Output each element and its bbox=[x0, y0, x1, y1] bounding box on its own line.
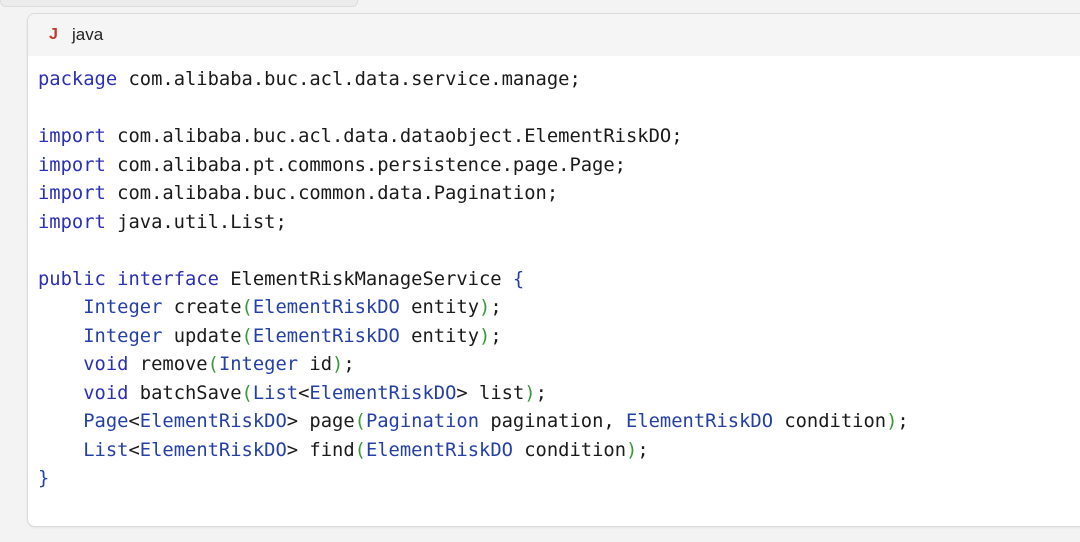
language-label: java bbox=[72, 25, 104, 44]
code-token: entity bbox=[399, 325, 480, 347]
code-token: ) bbox=[524, 382, 536, 404]
code-token: ; bbox=[897, 411, 909, 432]
code-token: id bbox=[298, 354, 333, 375]
code-line bbox=[38, 95, 1080, 124]
code-token: ElementRiskDO bbox=[626, 411, 774, 432]
code-line bbox=[38, 237, 1080, 266]
code-line: package com.alibaba.buc.acl.data.service… bbox=[38, 66, 1080, 95]
code-line: public interface ElementRiskManageServic… bbox=[38, 266, 1080, 295]
code-token: import bbox=[38, 183, 106, 204]
code-token: ) bbox=[332, 354, 344, 375]
code-token: ) bbox=[886, 411, 898, 432]
code-token: java.util.List; bbox=[105, 211, 287, 233]
code-line: import com.alibaba.buc.acl.data.dataobje… bbox=[38, 123, 1080, 152]
code-token: { bbox=[512, 268, 525, 290]
code-token: Integer bbox=[83, 325, 163, 347]
code-line: } bbox=[38, 465, 1080, 494]
code-token: ( bbox=[241, 325, 253, 347]
code-token: ElementRiskDO bbox=[139, 439, 287, 461]
code-token: ; bbox=[490, 325, 502, 347]
code-line: import com.alibaba.buc.common.data.Pagin… bbox=[38, 180, 1080, 209]
code-token: Integer bbox=[218, 354, 299, 375]
code-token: condition bbox=[773, 411, 887, 432]
code-block-header: J java bbox=[28, 14, 1080, 56]
code-block: J java package com.alibaba.buc.acl.data.… bbox=[27, 13, 1080, 527]
code-token bbox=[38, 354, 83, 375]
code-token bbox=[38, 297, 83, 318]
code-token bbox=[106, 269, 117, 290]
code-token: create bbox=[162, 297, 242, 318]
code-token: com.alibaba.buc.acl.data.dataobject.Elem… bbox=[105, 126, 683, 147]
code-content[interactable]: package com.alibaba.buc.acl.data.service… bbox=[28, 56, 1080, 494]
code-line: void batchSave(List<ElementRiskDO> list)… bbox=[38, 380, 1080, 409]
code-token: ; bbox=[490, 297, 502, 318]
code-line: Integer create(ElementRiskDO entity); bbox=[38, 294, 1080, 323]
code-token bbox=[38, 383, 83, 404]
code-token: package bbox=[38, 69, 118, 90]
code-token: remove bbox=[128, 354, 208, 375]
code-token: ( bbox=[354, 439, 366, 461]
code-token: } bbox=[38, 468, 50, 489]
code-token: import bbox=[38, 154, 106, 176]
code-token: com.alibaba.buc.common.data.Pagination; bbox=[105, 183, 559, 204]
code-token: void bbox=[83, 382, 129, 404]
code-token: < bbox=[128, 439, 140, 461]
code-token: ElementRiskDO bbox=[365, 439, 513, 461]
code-token: ) bbox=[479, 297, 491, 318]
code-token: < bbox=[298, 382, 310, 404]
code-token: ) bbox=[626, 439, 638, 461]
code-token: ; bbox=[535, 382, 547, 404]
code-line: void remove(Integer id); bbox=[38, 351, 1080, 380]
code-token bbox=[38, 411, 83, 432]
code-token: ElementRiskDO bbox=[139, 411, 287, 432]
code-token: ElementRiskManageService bbox=[218, 268, 513, 290]
code-token: Pagination bbox=[365, 411, 480, 432]
code-token: > find bbox=[286, 439, 355, 461]
code-line: List<ElementRiskDO> find(ElementRiskDO c… bbox=[38, 437, 1080, 466]
code-token: List bbox=[252, 382, 299, 404]
code-token: > list bbox=[456, 382, 525, 404]
code-token: entity bbox=[399, 297, 480, 318]
code-token: Page bbox=[83, 411, 129, 432]
code-token: > page bbox=[286, 411, 355, 432]
code-line: Page<ElementRiskDO> page(Pagination pagi… bbox=[38, 408, 1080, 437]
code-token bbox=[38, 326, 83, 347]
java-icon: J bbox=[49, 26, 58, 43]
code-token: com.alibaba.pt.commons.persistence.page.… bbox=[105, 154, 626, 176]
code-token: import bbox=[38, 126, 106, 147]
code-token: ElementRiskDO bbox=[252, 297, 400, 318]
code-token: update bbox=[162, 325, 242, 347]
code-token: ( bbox=[207, 354, 219, 375]
code-token: List bbox=[83, 439, 129, 461]
code-token: public bbox=[38, 268, 106, 290]
code-token: batchSave bbox=[128, 382, 242, 404]
code-token: ; bbox=[637, 439, 649, 461]
code-line: Integer update(ElementRiskDO entity); bbox=[38, 323, 1080, 352]
code-token: ( bbox=[354, 411, 366, 432]
code-token: com.alibaba.buc.acl.data.service.manage; bbox=[117, 69, 581, 90]
code-token: ) bbox=[479, 325, 491, 347]
code-token: ElementRiskDO bbox=[252, 325, 400, 347]
code-token: Integer bbox=[83, 297, 163, 318]
top-panel-edge bbox=[0, 0, 358, 7]
code-line: import com.alibaba.pt.commons.persistenc… bbox=[38, 152, 1080, 181]
code-token: < bbox=[128, 411, 140, 432]
code-token bbox=[38, 440, 83, 461]
code-token: pagination, bbox=[479, 411, 627, 432]
code-token: ; bbox=[343, 354, 355, 375]
code-token: void bbox=[83, 354, 129, 375]
code-token: interface bbox=[117, 268, 219, 290]
code-token: ( bbox=[241, 382, 253, 404]
code-token: ElementRiskDO bbox=[309, 382, 457, 404]
code-line: import java.util.List; bbox=[38, 209, 1080, 238]
code-token: import bbox=[38, 211, 106, 233]
code-token: condition bbox=[512, 439, 627, 461]
code-token: ( bbox=[241, 297, 253, 318]
